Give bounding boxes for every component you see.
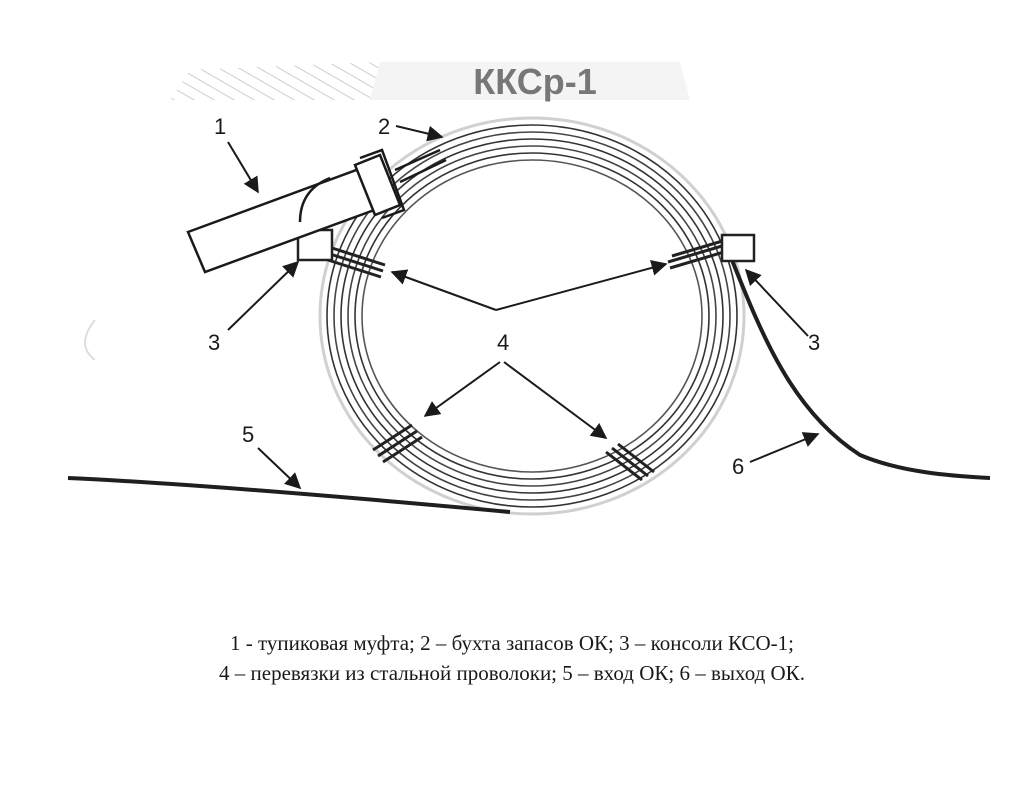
arrow-5 [257, 447, 302, 490]
arrow-6 [749, 432, 820, 463]
arrow-3-left [227, 260, 300, 331]
arrow-1 [227, 141, 259, 194]
arrow-4-to-bottom-right [503, 361, 608, 439]
diagram-title: ККСр-1 [473, 61, 596, 102]
cable-output [726, 249, 991, 480]
label-3-left: 3 [208, 330, 220, 355]
cable-coil [318, 116, 746, 516]
faint-background-curve [84, 319, 96, 361]
splice-closure [186, 148, 447, 274]
label-4-top: 4 [497, 330, 509, 355]
legend-line-2: 4 – перевязки из стальной проволоки; 5 –… [219, 661, 805, 685]
wire-tie-top-left [327, 246, 386, 279]
label-6: 6 [732, 454, 744, 479]
arrow-4-to-bottom-left [423, 361, 501, 417]
wire-tie-bottom-left [372, 423, 423, 464]
label-1: 1 [214, 114, 226, 139]
title-banner: ККСр-1 [170, 61, 690, 102]
label-5: 5 [242, 422, 254, 447]
legend-line-1: 1 - тупиковая муфта; 2 – бухта запасов О… [230, 631, 794, 655]
arrow-4-to-top-right [495, 260, 668, 311]
label-3-right: 3 [808, 330, 820, 355]
wire-tie-bottom-right [605, 442, 655, 482]
label-2: 2 [378, 114, 390, 139]
arrow-4-to-top-left [390, 269, 497, 311]
console-bracket-right [720, 233, 756, 263]
wire-tie-top-right [667, 238, 727, 270]
legend-caption: 1 - тупиковая муфта; 2 – бухта запасов О… [0, 628, 1024, 688]
arrow-2 [395, 125, 444, 142]
leader-arrows [227, 125, 820, 490]
arrow-3-right [744, 268, 809, 337]
cable-input [67, 476, 511, 514]
